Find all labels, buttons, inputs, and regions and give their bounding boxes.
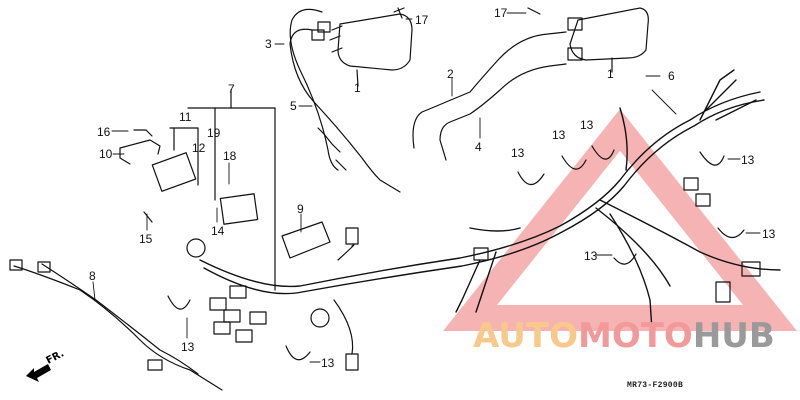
callout-1: 1 bbox=[607, 67, 614, 81]
bracket-lines bbox=[169, 89, 276, 291]
main-wire-harness bbox=[199, 69, 781, 331]
callout-6: 6 bbox=[668, 69, 675, 83]
clamps-13 bbox=[167, 145, 745, 361]
watermark-logo: AUTOMOTOHUB bbox=[473, 318, 775, 354]
bracket-10 bbox=[119, 139, 161, 165]
bolt-17-left bbox=[393, 7, 405, 19]
callout-13: 13 bbox=[580, 118, 594, 132]
plug-wire-2 bbox=[412, 31, 567, 161]
leader-lines bbox=[92, 12, 761, 363]
sub-harness-8 bbox=[9, 259, 223, 391]
callout-13: 13 bbox=[584, 249, 598, 263]
callout-12: 12 bbox=[192, 141, 206, 155]
front-direction-arrow-icon bbox=[26, 364, 51, 382]
callout-9: 9 bbox=[297, 202, 304, 216]
watermark-hub: HUB bbox=[692, 316, 775, 356]
callout-15: 15 bbox=[139, 232, 153, 246]
callout-7: 7 bbox=[228, 82, 235, 96]
callout-1: 1 bbox=[354, 81, 361, 95]
callout-13: 13 bbox=[552, 128, 566, 142]
callout-14: 14 bbox=[211, 224, 225, 238]
callout-13: 13 bbox=[511, 146, 525, 160]
watermark-moto: MOTO bbox=[577, 316, 693, 356]
callout-4: 4 bbox=[475, 140, 482, 154]
callout-13: 13 bbox=[321, 356, 335, 370]
bracket-9 bbox=[281, 221, 331, 259]
callout-16: 16 bbox=[97, 125, 111, 139]
diagram-reference-code: MR73-F2900B bbox=[627, 381, 684, 390]
callout-8: 8 bbox=[89, 269, 96, 283]
bolt-17-right bbox=[527, 7, 541, 15]
callout-17: 17 bbox=[415, 13, 429, 27]
callout-13: 13 bbox=[762, 227, 776, 241]
callout-19: 19 bbox=[207, 126, 221, 140]
callout-17: 17 bbox=[494, 6, 508, 20]
relay-module bbox=[219, 193, 259, 225]
callout-18: 18 bbox=[223, 149, 237, 163]
callout-2: 2 bbox=[447, 67, 454, 81]
sensor-16 bbox=[133, 129, 153, 137]
plug-wire-left bbox=[289, 8, 401, 193]
ignition-coil-left bbox=[311, 13, 413, 87]
screw-15 bbox=[143, 211, 153, 223]
callout-13: 13 bbox=[181, 340, 195, 354]
connector-cluster bbox=[186, 177, 761, 371]
callout-11: 11 bbox=[179, 110, 192, 124]
callout-10: 10 bbox=[99, 147, 113, 161]
watermark-triangle-icon bbox=[442, 109, 798, 331]
ignition-coil-right bbox=[567, 7, 649, 73]
callout-3: 3 bbox=[265, 37, 272, 51]
watermark-auto: AUTO bbox=[473, 316, 578, 356]
callout-13: 13 bbox=[741, 153, 755, 167]
callout-5: 5 bbox=[290, 99, 297, 113]
control-unit-11 bbox=[151, 152, 197, 192]
